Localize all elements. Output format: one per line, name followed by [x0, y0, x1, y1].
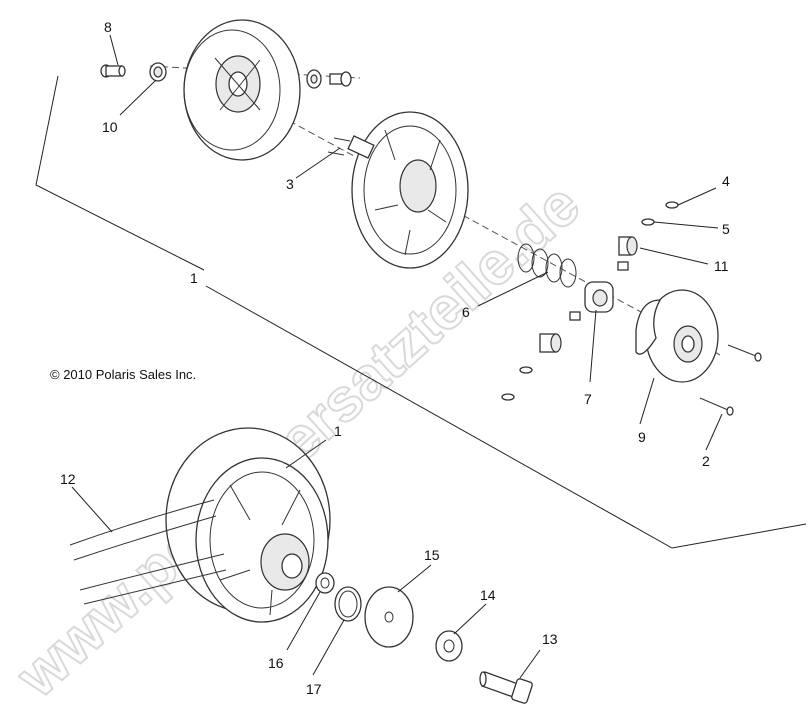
- callout-1-lower: 1: [334, 423, 342, 439]
- callout-6: 6: [462, 304, 470, 320]
- callout-14: 14: [480, 587, 496, 603]
- watermark-text: www.polarisersatzteile.de: [3, 170, 592, 710]
- part-6-spring[interactable]: [517, 243, 577, 288]
- callout-1-top: 1: [190, 270, 198, 286]
- callout-12: 12: [60, 471, 76, 487]
- part-2-screws[interactable]: [699, 344, 762, 416]
- part-10-bushing[interactable]: [149, 62, 167, 82]
- callout-13: 13: [542, 631, 558, 647]
- callout-4: 4: [722, 173, 730, 189]
- callout-8: 8: [104, 19, 112, 35]
- part-11-roller-lower[interactable]: [539, 333, 562, 353]
- copyright-text: © 2010 Polaris Sales Inc.: [50, 367, 196, 382]
- part-17-ring[interactable]: [334, 586, 362, 622]
- part-7-cam-hub[interactable]: [569, 261, 629, 321]
- callout-3: 3: [286, 176, 294, 192]
- part-3-keys[interactable]: [327, 137, 351, 156]
- part-11-roller-upper[interactable]: [618, 236, 638, 256]
- part-13-bolt[interactable]: [479, 671, 533, 704]
- movable-sheave: [183, 19, 301, 161]
- stationary-sheave: [347, 111, 469, 269]
- part-9-helix[interactable]: [635, 289, 719, 383]
- part-12-belt[interactable]: [69, 499, 227, 605]
- callout-15: 15: [424, 547, 440, 563]
- callout-5: 5: [722, 221, 730, 237]
- lower-clips[interactable]: [501, 366, 533, 401]
- part-8-pin[interactable]: [100, 64, 126, 78]
- sheave-spacer: [306, 69, 352, 89]
- callout-9: 9: [638, 429, 646, 445]
- lower-clutch-assembly: [165, 427, 331, 623]
- callout-17: 17: [306, 681, 322, 697]
- callout-10: 10: [102, 119, 118, 135]
- callout-7: 7: [584, 391, 592, 407]
- part-14-washer[interactable]: [435, 630, 463, 662]
- callout-2: 2: [702, 453, 710, 469]
- leader-lines: [71, 34, 723, 679]
- part-16-washer[interactable]: [315, 572, 335, 594]
- part-15-washer[interactable]: [364, 586, 414, 648]
- watermark: www.polarisersatzteile.de: [2, 169, 593, 711]
- callout-11: 11: [714, 258, 729, 274]
- part-5-washer[interactable]: [641, 218, 655, 226]
- callout-labels: 8 10 3 1 4 5 11 6 7 9 2 1 12 15 14 13 16…: [60, 19, 730, 697]
- part-4-clip[interactable]: [665, 201, 679, 209]
- assembly-bracket: [35, 75, 807, 549]
- callout-16: 16: [268, 655, 284, 671]
